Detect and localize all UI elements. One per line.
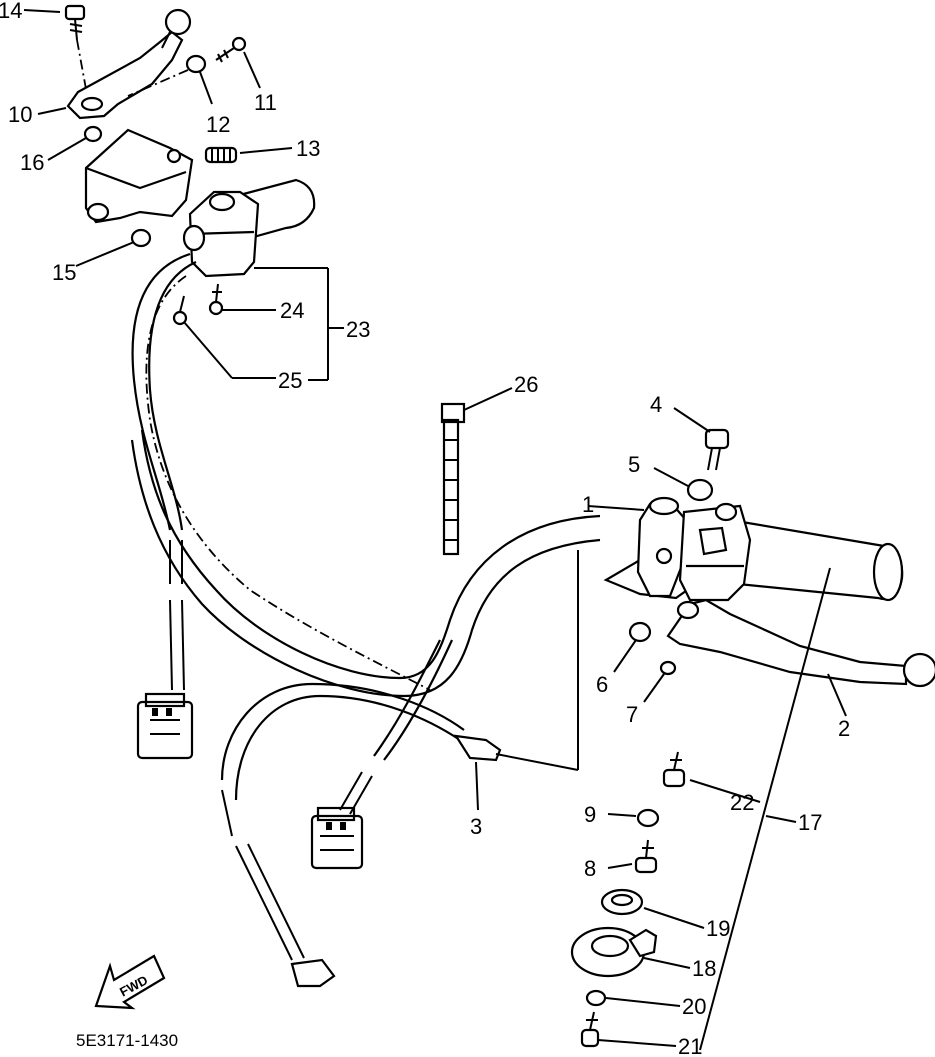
right-switch-housing — [678, 502, 752, 602]
callout-13: 13 — [296, 136, 320, 161]
callout-21: 21 — [678, 1034, 702, 1057]
part-21-screw — [580, 1011, 600, 1048]
left-switch-upper-housing — [84, 128, 194, 224]
callout-7: 7 — [626, 702, 638, 727]
callout-5: 5 — [628, 452, 640, 477]
callout-24: 24 — [280, 298, 304, 323]
part-11-screw — [215, 36, 247, 63]
callout-8: 8 — [584, 856, 596, 881]
callout-3: 3 — [470, 814, 482, 839]
callout-23: 23 — [346, 317, 370, 342]
left-switch-grip-assembly — [182, 178, 316, 278]
part-13-spring — [204, 146, 238, 164]
callout-10: 10 — [8, 102, 32, 127]
part-7-washer — [659, 660, 677, 676]
part-4-bolt — [704, 428, 730, 471]
clutch-lever-holder — [603, 496, 692, 600]
part-16-nut — [83, 125, 103, 143]
part-19-washer — [600, 888, 644, 916]
callout-2: 2 — [838, 716, 850, 741]
callout-15: 15 — [52, 260, 76, 285]
callout-26: 26 — [514, 372, 538, 397]
forward-arrow-icon: FWD — [94, 954, 166, 1010]
diagram-code: 5E3171-1430 — [76, 1031, 178, 1050]
callout-12: 12 — [206, 112, 230, 137]
handlebar — [130, 429, 601, 698]
callout-9: 9 — [584, 802, 596, 827]
part-26-cable-tie — [440, 402, 466, 556]
part-8-bolt — [634, 839, 658, 874]
callout-6: 6 — [596, 672, 608, 697]
right-grip — [736, 520, 904, 602]
part-12-nut — [185, 54, 207, 74]
part-15-nut — [130, 228, 152, 248]
part-6-nut — [628, 621, 652, 643]
callout-1: 1 — [582, 492, 594, 517]
part-2-clutch-lever — [666, 598, 935, 688]
leader-lines — [23, 9, 847, 1051]
part-22-bolt — [662, 751, 686, 788]
callout-25: 25 — [278, 368, 302, 393]
callout-16: 16 — [20, 150, 44, 175]
callout-labels: 14 10 12 11 13 16 15 24 23 25 26 4 5 1 6… — [0, 0, 850, 1057]
callout-17: 17 — [798, 810, 822, 835]
left-switch-connector — [136, 692, 194, 760]
part-3-connector-wire — [310, 639, 454, 870]
part-14-bolt — [64, 4, 86, 41]
callout-19: 19 — [706, 916, 730, 941]
callout-14: 14 — [0, 0, 22, 23]
callout-18: 18 — [692, 956, 716, 981]
callout-22: 22 — [730, 790, 754, 815]
part-20-washer — [585, 989, 607, 1007]
callout-4: 4 — [650, 392, 662, 417]
part-5-washer — [686, 478, 714, 502]
part-18-switch — [570, 926, 658, 978]
clutch-switch-cable — [220, 682, 502, 988]
part-25-screw — [172, 295, 188, 326]
callout-11: 11 — [254, 90, 277, 115]
part-24-screw — [208, 283, 224, 316]
callout-20: 20 — [682, 994, 706, 1019]
part-10-choke-lever — [66, 8, 192, 120]
part-9-nut — [636, 808, 660, 828]
